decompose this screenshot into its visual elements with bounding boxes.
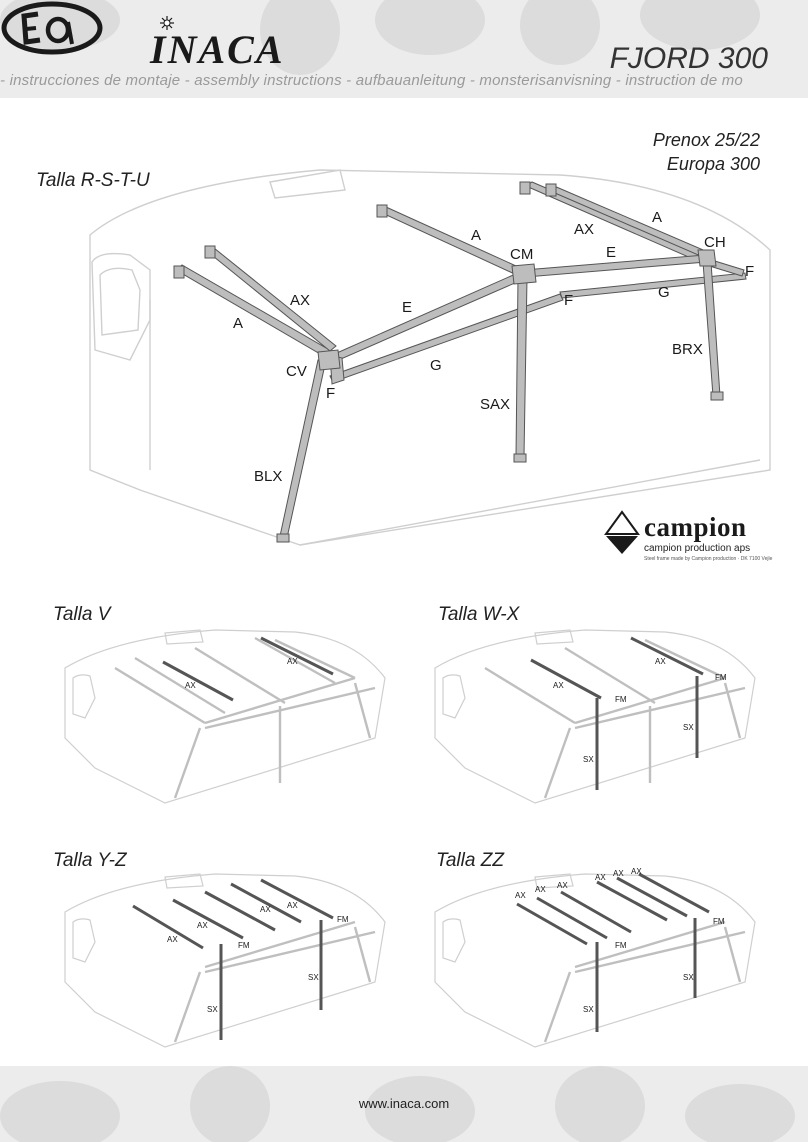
yz-label-sx-2: SX xyxy=(207,1005,218,1014)
label-cm: CM xyxy=(510,246,533,263)
caravan-outline xyxy=(89,169,771,546)
main-frame-diagram: A AX E G CV F A CM F AX E A CH F G BRX S… xyxy=(89,169,771,546)
label-g: G xyxy=(430,357,442,374)
zz-label-sx-2: SX xyxy=(583,1005,594,1014)
label-sax: SAX xyxy=(480,396,510,413)
website-url: www.inaca.com xyxy=(358,1096,450,1111)
label-e: E xyxy=(402,299,412,316)
v-label-ax-2: AX xyxy=(287,657,298,666)
diagram-talla-zz: AX AX AX AX AX AX FM FM SX SX xyxy=(434,867,756,1048)
header-band: INACA FJORD 300 - instrucciones de monta… xyxy=(0,0,808,98)
section-title-wx: Talla W-X xyxy=(438,604,520,625)
label-a: A xyxy=(233,315,243,332)
yz-label-ax-3: AX xyxy=(260,905,271,914)
footer-band xyxy=(0,1066,808,1142)
wx-label-fm-2: FM xyxy=(715,673,727,682)
yz-label-sx: SX xyxy=(308,973,319,982)
sun-icon xyxy=(160,16,174,30)
campion-fineprint: Steel frame made by Campion production ·… xyxy=(644,556,773,562)
zz-label-ax-3: AX xyxy=(557,881,568,890)
diagram-talla-v: AX AX xyxy=(64,629,386,804)
wx-label-sx: SX xyxy=(683,723,694,732)
label-ax-2: AX xyxy=(574,221,594,238)
label-ax: AX xyxy=(290,292,310,309)
part-labels: A AX E G CV F A CM F AX E A CH F G BRX S… xyxy=(233,209,754,485)
label-e-2: E xyxy=(606,244,616,261)
zz-label-ax-6: AX xyxy=(631,867,642,876)
label-a-2: A xyxy=(471,227,481,244)
label-f-2: F xyxy=(564,292,573,309)
zz-label-fm-2: FM xyxy=(713,917,725,926)
zz-label-fm: FM xyxy=(615,941,627,950)
frame-line-1: Prenox 25/22 xyxy=(652,130,760,150)
frame-line-2: Europa 300 xyxy=(666,154,760,174)
header-watermark xyxy=(0,0,760,75)
zz-label-ax: AX xyxy=(515,891,526,900)
wx-label-fm: FM xyxy=(615,695,627,704)
wx-label-sx-2: SX xyxy=(583,755,594,764)
zz-label-sx: SX xyxy=(683,973,694,982)
campion-logo: campion campion production aps Steel fra… xyxy=(604,508,774,568)
frame-poles xyxy=(173,181,747,543)
wx-label-ax-2: AX xyxy=(655,657,666,666)
label-brx: BRX xyxy=(672,341,703,358)
campion-wordmark: campion xyxy=(644,512,747,542)
yz-label-ax-2: AX xyxy=(197,921,208,930)
label-g-2: G xyxy=(658,284,670,301)
languages-subtitle: - instrucciones de montaje - assembly in… xyxy=(0,72,743,89)
section-title-yz: Talla Y-Z xyxy=(53,850,127,871)
yz-label-fm-2: FM xyxy=(337,915,349,924)
yz-label-ax-4: AX xyxy=(287,901,298,910)
campion-subtitle: campion production aps xyxy=(644,543,751,554)
label-f-3: F xyxy=(745,263,754,280)
yz-label-ax: AX xyxy=(167,935,178,944)
label-ch: CH xyxy=(704,234,726,251)
zz-label-ax-4: AX xyxy=(595,873,606,882)
label-blx: BLX xyxy=(254,468,282,485)
label-f: F xyxy=(326,385,335,402)
wx-label-ax: AX xyxy=(553,681,564,690)
footer-watermark xyxy=(0,1066,795,1142)
label-a-3: A xyxy=(652,209,662,226)
diagram-talla-wx: AX AX FM FM SX SX xyxy=(434,629,756,804)
inaca-logo-icon xyxy=(1,1,103,55)
section-title-zz: Talla ZZ xyxy=(436,850,504,871)
model-title: FJORD 300 xyxy=(609,42,768,75)
section-title-main: Talla R-S-T-U xyxy=(36,170,150,191)
campion-triangle-icon xyxy=(604,510,640,554)
zz-label-ax-5: AX xyxy=(613,869,624,878)
v-label-ax: AX xyxy=(185,681,196,690)
zz-label-ax-2: AX xyxy=(535,885,546,894)
section-title-v: Talla V xyxy=(53,604,111,625)
yz-label-fm: FM xyxy=(238,941,250,950)
label-cv: CV xyxy=(286,363,307,380)
diagram-talla-yz: AX AX AX AX FM FM SX SX xyxy=(64,873,386,1048)
brand-name: INACA xyxy=(150,27,285,72)
